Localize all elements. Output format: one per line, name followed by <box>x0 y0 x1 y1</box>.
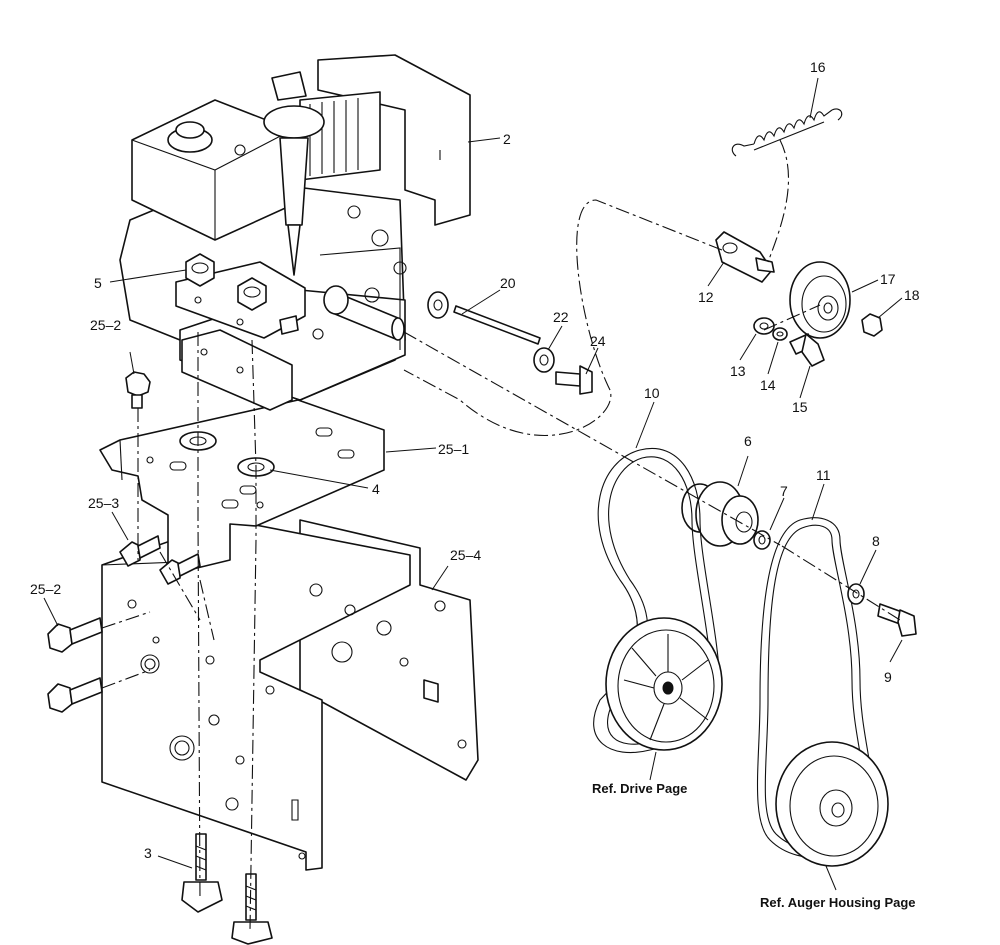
callout-25-2-top: 25–2 <box>90 317 121 333</box>
callout-6: 6 <box>744 433 752 449</box>
callout-5: 5 <box>94 275 102 291</box>
idler-pulley-17 <box>789 261 851 339</box>
bolt-25-2-lower <box>47 617 103 713</box>
leader-lines <box>43 77 903 891</box>
auger-pulley <box>775 741 889 867</box>
drive-pulley <box>605 617 723 751</box>
assembly-centerlines <box>101 139 901 931</box>
callout-15: 15 <box>792 399 808 415</box>
washer-7 <box>753 530 771 550</box>
bolt-15 <box>789 333 825 367</box>
washer-13 <box>753 317 775 335</box>
key-20 <box>427 291 541 345</box>
callout-11: 11 <box>816 467 831 483</box>
callout-4: 4 <box>372 481 380 497</box>
callout-25-3: 25–3 <box>88 495 119 511</box>
carriage-bolt-3 <box>181 833 273 945</box>
nut-18 <box>861 313 883 337</box>
ref-drive-page-label: Ref. Drive Page <box>592 781 687 796</box>
mounting-plate <box>99 399 385 576</box>
callout-25-1: 25–1 <box>438 441 469 457</box>
callout-8: 8 <box>872 533 880 549</box>
idler-arm-12 <box>715 231 775 283</box>
spring-16 <box>731 108 843 157</box>
ref-auger-housing-page-label: Ref. Auger Housing Page <box>760 895 916 910</box>
engine-pulley-6 <box>681 481 759 547</box>
callout-10: 10 <box>644 385 660 401</box>
callout-18: 18 <box>904 287 920 303</box>
washer-14 <box>772 327 788 341</box>
callout-7: 7 <box>780 483 788 499</box>
bolt-25-2-top <box>125 371 151 409</box>
callout-13: 13 <box>730 363 746 379</box>
callout-16: 16 <box>810 59 826 75</box>
washer-22 <box>533 347 555 373</box>
washer-8 <box>847 583 865 605</box>
bolt-9 <box>877 603 917 637</box>
callout-17: 17 <box>880 271 896 287</box>
callout-2: 2 <box>503 131 511 147</box>
callout-14: 14 <box>760 377 776 393</box>
bolt-24 <box>555 365 593 395</box>
callout-25-2-lower: 25–2 <box>30 581 61 597</box>
callout-25-4: 25–4 <box>450 547 481 563</box>
callout-22: 22 <box>553 309 569 325</box>
engine <box>119 54 471 411</box>
hex-nut <box>237 277 267 311</box>
hex-nut <box>185 253 215 287</box>
callout-3: 3 <box>144 845 152 861</box>
callout-20: 20 <box>500 275 516 291</box>
callout-24: 24 <box>590 333 606 349</box>
callout-12: 12 <box>698 289 714 305</box>
callout-9: 9 <box>884 669 892 685</box>
